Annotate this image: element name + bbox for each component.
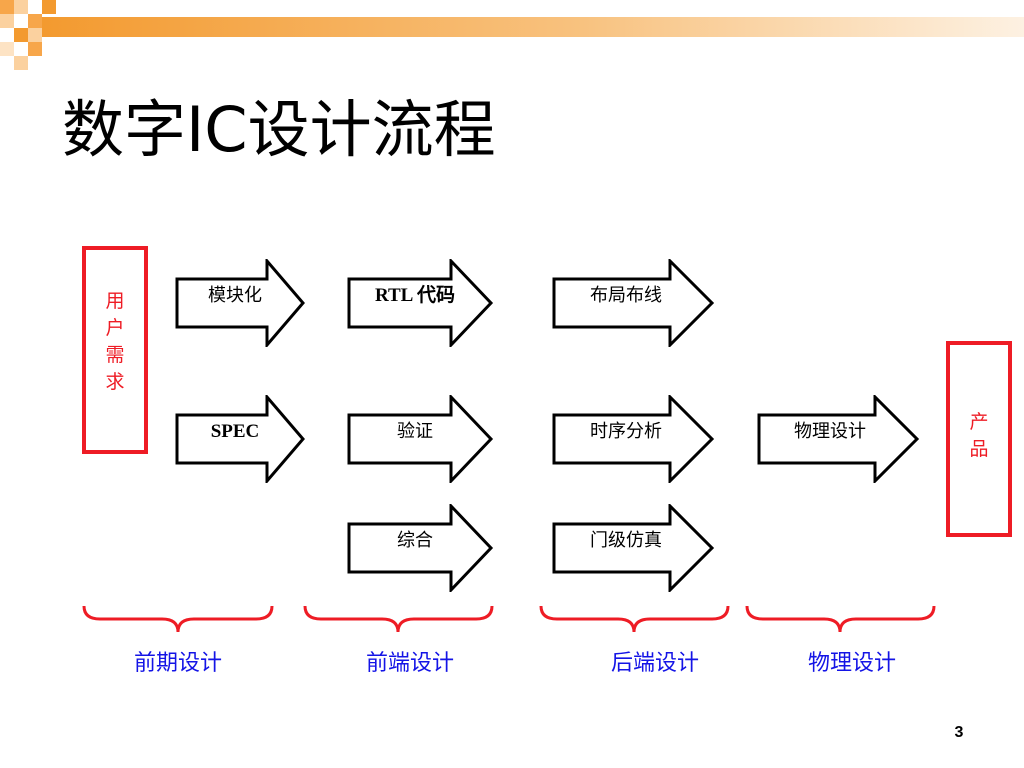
- brace-back-end: [539, 605, 730, 633]
- product-char: 产: [969, 411, 989, 433]
- arrow-modularization: 模块化: [175, 259, 339, 347]
- arrow-label: 布局布线: [590, 285, 662, 306]
- page-number: 3: [954, 724, 964, 741]
- user-requirements-box: 用 户 需 求: [82, 246, 148, 454]
- brace-physical: [745, 605, 936, 633]
- header-decoration: [0, 0, 1024, 70]
- arrow-spec: SPEC: [175, 395, 339, 483]
- arrow-timing-analysis: 时序分析: [552, 395, 716, 483]
- arrow-label: 综合: [397, 530, 433, 551]
- arrow-label: SPEC: [210, 421, 260, 442]
- arrow-gate-sim: 门级仿真: [552, 504, 716, 592]
- user-requirements-char: 户: [105, 317, 125, 339]
- phase-label-pre-design: 前期设计: [133, 651, 222, 676]
- page-title: 数字IC设计流程: [62, 93, 496, 166]
- phase-label-front-end: 前端设计: [365, 651, 454, 676]
- arrow-label: 模块化: [208, 285, 262, 306]
- brace-front-end: [303, 605, 494, 633]
- phase-label-physical: 物理设计: [807, 651, 896, 676]
- arrow-label: 物理设计: [794, 421, 866, 442]
- arrow-place-route: 布局布线: [552, 259, 716, 347]
- user-requirements-char: 求: [105, 371, 125, 393]
- phase-label-back-end: 后端设计: [610, 651, 699, 676]
- user-requirements-char: 需: [105, 344, 125, 366]
- product-box: 产 品: [946, 341, 1012, 537]
- arrow-label: 门级仿真: [590, 530, 662, 551]
- arrow-label: RTL 代码: [374, 285, 456, 306]
- user-requirements-char: 用: [105, 290, 125, 312]
- arrow-verification: 验证: [347, 395, 511, 483]
- arrow-synthesis: 综合: [347, 504, 511, 592]
- arrow-rtl-code: RTL 代码: [347, 259, 511, 347]
- arrow-label: 时序分析: [590, 421, 662, 442]
- product-char: 品: [969, 438, 989, 460]
- arrow-label: 验证: [397, 421, 433, 442]
- brace-pre-design: [82, 605, 274, 633]
- arrow-physical-design: 物理设计: [757, 395, 921, 483]
